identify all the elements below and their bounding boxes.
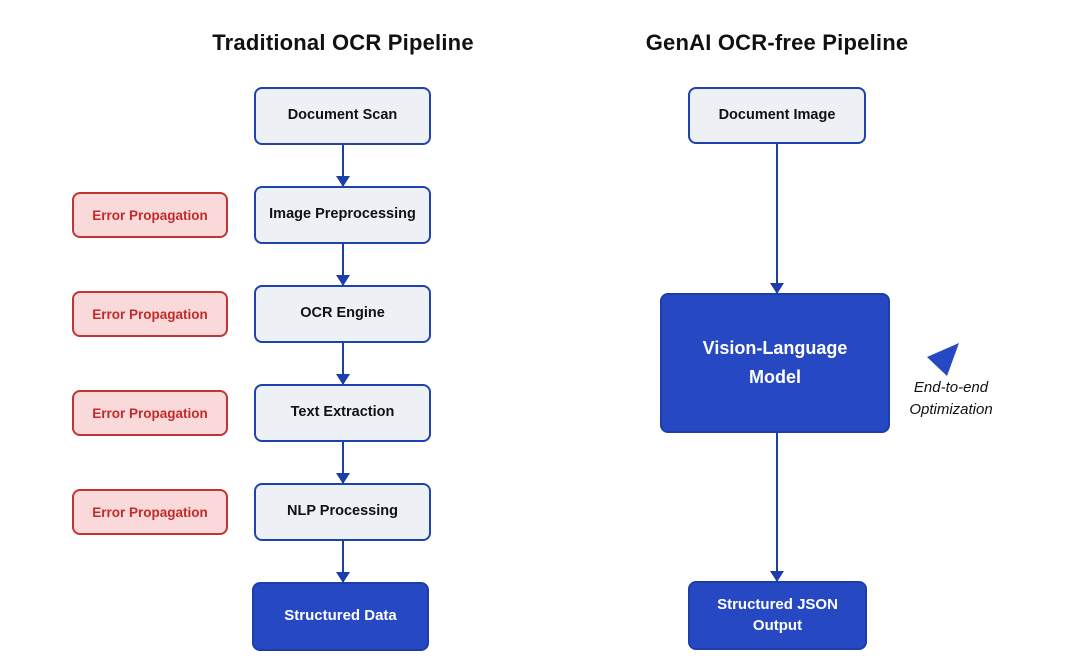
error-propagation-badge: Error Propagation [72, 291, 228, 337]
node-vision-language-model: Vision-Language Model [660, 293, 890, 433]
right-pipeline-title: GenAI OCR-free Pipeline [645, 30, 909, 55]
node-structured-data: Structured Data [252, 582, 429, 651]
node-document-image: Document Image [688, 87, 866, 144]
annotation-line-1: End-to-end [913, 379, 989, 396]
flow-arrow-icon [336, 442, 350, 484]
annotation-line-2: Optimization [909, 400, 993, 418]
node-document-scan: Document Scan [254, 87, 431, 145]
node-nlp-processing: NLP Processing [254, 483, 431, 541]
error-propagation-badge: Error Propagation [72, 489, 228, 535]
flow-arrow-icon [770, 433, 784, 582]
error-propagation-badge: Error Propagation [72, 390, 228, 436]
annotation-end-to-end: End-to-end Optimization [896, 377, 1006, 421]
flow-arrow-icon [336, 244, 350, 286]
flow-arrow-icon [770, 144, 784, 294]
node-structured-json-output: Structured JSON Output [688, 581, 867, 650]
flow-arrow-icon [336, 145, 350, 187]
annotation-triangle-icon [927, 343, 959, 376]
flow-arrow-icon [336, 541, 350, 583]
flow-arrow-icon [336, 343, 350, 385]
node-image-preprocessing: Image Preprocessing [254, 186, 431, 244]
error-propagation-badge: Error Propagation [72, 192, 228, 238]
left-pipeline-title: Traditional OCR Pipeline [212, 30, 474, 55]
node-ocr-engine: OCR Engine [254, 285, 431, 343]
node-text-extraction: Text Extraction [254, 384, 431, 442]
